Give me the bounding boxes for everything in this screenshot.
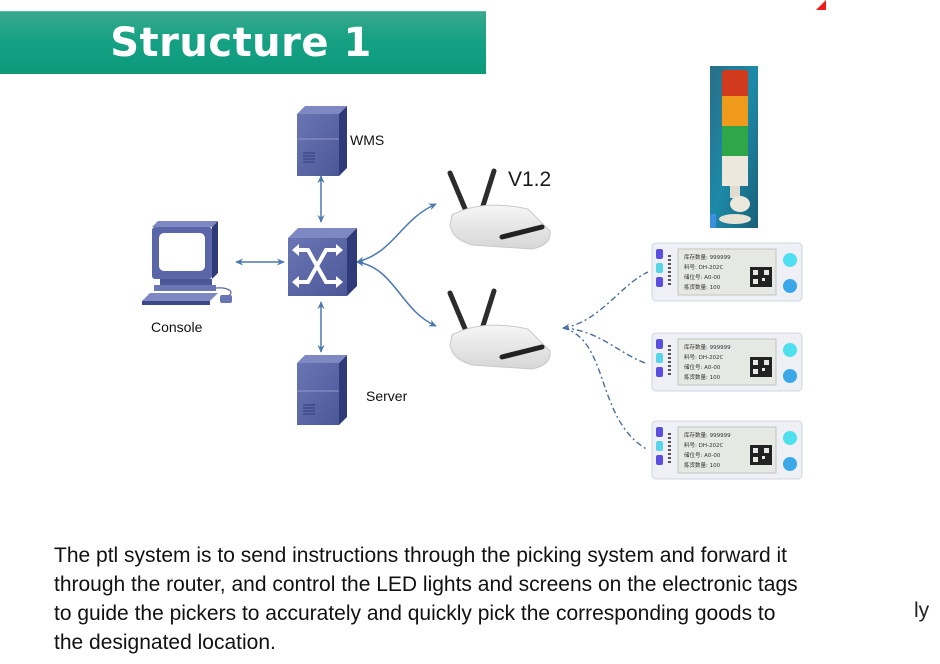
tag-button-bottom[interactable] [783,369,797,383]
tag-screen-line: 库存数量: 999999 [684,343,731,351]
qr-code-icon [750,267,772,287]
tag-screen-line: 料号: DH-202C [684,263,723,271]
tag-led-indicator [656,367,663,377]
wms-label: WMS [350,132,385,148]
tag-screen-line: 料号: DH-202C [684,353,723,361]
tag-led-indicator [656,427,663,437]
tag-button-bottom[interactable] [783,457,797,471]
router-version-label: V1.2 [508,168,552,191]
electronic-shelf-tag-icon[interactable]: 库存数量: 999999 料号: DH-202C 储位号: A0-00 拣货数量: 1… [651,332,803,392]
tag-button-bottom[interactable] [783,279,797,293]
stack-tower-light-icon[interactable] [710,66,758,228]
network-diagram: 库存数量: 999999 料号: DH-202C 储位号: A0-00 拣货数量: 1… [142,66,803,480]
tag-screen-line: 拣货数量: 100 [684,461,721,469]
tag-screen-line: 库存数量: 999999 [684,253,731,261]
edge-switch-router1 [356,203,437,264]
qr-code-icon [750,357,772,377]
edge-switch-router2 [356,259,437,327]
tag-screen-line: 储位号: A0-00 [684,273,721,281]
tag-led-indicator [656,353,663,363]
tag-screen-line: 拣货数量: 100 [684,283,721,291]
tag-led-indicator [656,249,663,259]
wireless-router-1-icon[interactable] [447,168,551,250]
edge-router2-tag2 [562,327,649,365]
tag-button-top[interactable] [783,253,797,267]
edge-router2-tag1 [562,271,649,331]
tag-screen-line: 库存数量: 999999 [684,431,731,439]
edge-router2-tag3 [562,327,649,451]
wireless-router-2-icon[interactable] [447,288,551,370]
description-line: to guide the pickers to accurately and q… [54,602,776,625]
stray-text-fragment: ly [914,599,930,622]
tag-led-indicator [656,339,663,349]
description-line: through the router, and control the LED … [54,573,798,596]
tag-led-indicator [656,277,663,287]
tag-button-top[interactable] [783,431,797,445]
tag-led-indicator [656,455,663,465]
corner-mark [816,0,826,10]
description-paragraph: The ptl system is to send instructions t… [54,541,924,657]
title-banner: Structure 1 [0,11,486,74]
tag-led-indicator [656,441,663,451]
tag-led-indicator [656,263,663,273]
network-switch-icon[interactable] [288,228,357,296]
wms-server-icon[interactable] [297,106,347,176]
tag-button-top[interactable] [783,343,797,357]
description-line: The ptl system is to send instructions t… [54,544,788,567]
console-computer-icon[interactable] [142,221,232,305]
tag-screen-line: 储位号: A0-00 [684,451,721,459]
qr-code-icon [750,445,772,465]
slide-title: Structure 1 [110,20,372,66]
server-icon[interactable] [297,355,347,425]
tag-screen-line: 储位号: A0-00 [684,363,721,371]
server-label: Server [366,388,408,404]
electronic-shelf-tag-icon[interactable]: 库存数量: 999999 料号: DH-202C 储位号: A0-00 拣货数量: 1… [651,242,803,302]
description-line: the designated location. [54,631,276,654]
console-label: Console [151,319,203,335]
electronic-shelf-tag-icon[interactable]: 库存数量: 999999 料号: DH-202C 储位号: A0-00 拣货数量: 1… [651,420,803,480]
tag-screen-line: 拣货数量: 100 [684,373,721,381]
tag-screen-line: 料号: DH-202C [684,441,723,449]
